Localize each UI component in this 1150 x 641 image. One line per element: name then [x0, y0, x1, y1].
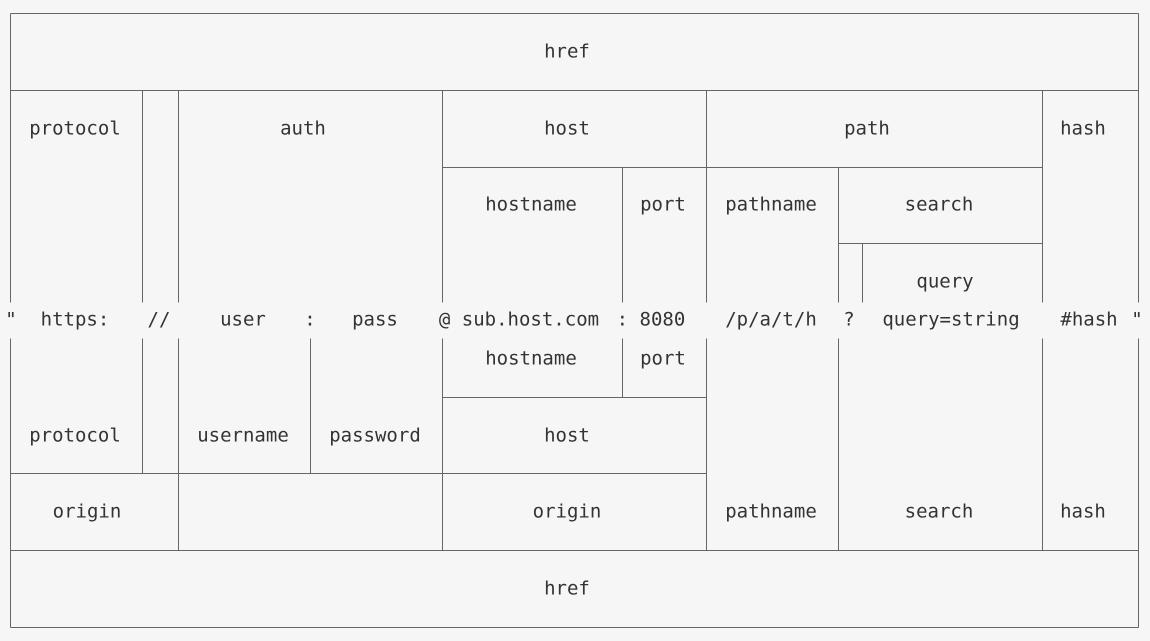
label-username: username — [197, 424, 289, 447]
url-quote-close: " — [1131, 308, 1143, 331]
label-protocol-top: protocol — [29, 117, 121, 140]
label-port-bottom: port — [640, 347, 686, 370]
url-question-mark: ? — [843, 308, 855, 331]
url-hash: #hash — [1060, 308, 1118, 331]
label-protocol-bottom: protocol — [29, 424, 121, 447]
url-query: query=string — [882, 308, 1020, 331]
url-path: /p/a/t/h — [725, 308, 817, 331]
label-href-top: href — [544, 40, 590, 63]
label-hash-top: hash — [1060, 117, 1106, 140]
label-host-top: host — [544, 117, 590, 140]
label-port-top: port — [640, 193, 686, 216]
url-colon-port: : 8080 — [616, 308, 686, 331]
label-password: password — [329, 424, 421, 447]
label-search-top: search — [904, 193, 974, 216]
url-pass: pass — [352, 308, 398, 331]
label-pathname-top: pathname — [725, 193, 817, 216]
label-query: query — [916, 270, 974, 293]
label-auth: auth — [280, 117, 326, 140]
label-hash-bottom: hash — [1060, 500, 1106, 523]
url-quote-open: " — [5, 308, 17, 331]
label-hostname-bottom: hostname — [485, 347, 577, 370]
label-origin-left: origin — [52, 500, 122, 523]
label-href-bottom: href — [544, 577, 590, 600]
label-pathname-bottom: pathname — [725, 500, 817, 523]
label-host-bottom: host — [544, 424, 590, 447]
label-search-bottom: search — [904, 500, 974, 523]
label-origin-right: origin — [532, 500, 602, 523]
label-hostname-top: hostname — [485, 193, 577, 216]
url-slashes: // — [147, 308, 171, 331]
url-colon: : — [304, 308, 316, 331]
label-path: path — [844, 117, 890, 140]
url-user: user — [220, 308, 266, 331]
url-protocol: https: — [40, 308, 110, 331]
url-at-host: @ sub.host.com — [438, 308, 600, 331]
